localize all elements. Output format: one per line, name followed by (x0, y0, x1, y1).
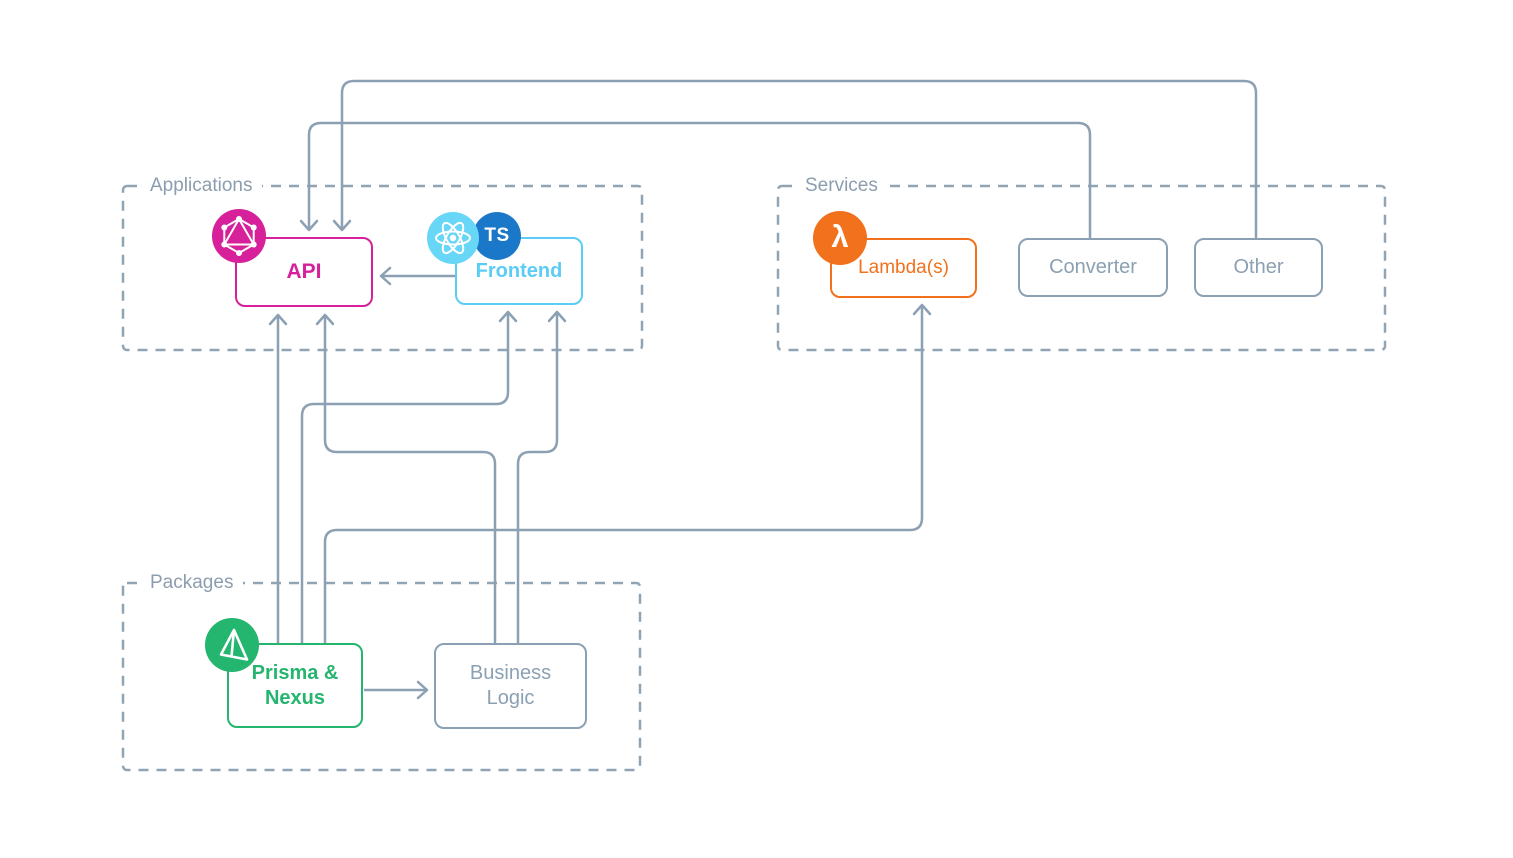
prisma-logo-glyph (219, 628, 249, 661)
lambda-icon: λ (813, 211, 867, 265)
node-prisma-nexus-label: Prisma & Nexus (251, 661, 339, 709)
node-converter: Converter (1018, 238, 1168, 297)
edge-prisma-to-frontend (300, 310, 518, 644)
node-business-logic-label: Business Logic (469, 662, 552, 709)
group-box-packages (121, 581, 642, 772)
prisma-icon (205, 618, 259, 672)
node-business-logic: Business Logic (434, 643, 587, 729)
edge-other-to-api (332, 79, 1258, 239)
group-label-packages: Packages (140, 571, 244, 595)
graphql-icon (212, 209, 266, 263)
lambda-icon-glyph: λ (831, 219, 849, 254)
graphql-logo-glyph (221, 216, 257, 256)
group-box-services (776, 184, 1387, 352)
edge-converter-to-api (299, 121, 1092, 239)
react-logo-glyph (435, 221, 471, 255)
edge-business-logic-to-frontend (516, 310, 567, 644)
typescript-icon-text: TS (484, 225, 510, 246)
group-box-applications (121, 184, 644, 352)
node-api-label: API (286, 259, 322, 283)
node-frontend-label: Frontend (475, 259, 563, 282)
typescript-icon: TS (473, 212, 521, 260)
react-icon (427, 212, 479, 264)
group-label-applications: Applications (140, 174, 263, 198)
edge-prisma-to-lambda (323, 303, 932, 644)
node-lambda-label: Lambda(s) (858, 257, 949, 279)
node-other-label: Other (1233, 256, 1284, 278)
edge-business-logic-to-api (315, 313, 497, 644)
group-label-services: Services (795, 174, 888, 198)
node-other: Other (1194, 238, 1323, 297)
node-converter-label: Converter (1049, 256, 1137, 278)
